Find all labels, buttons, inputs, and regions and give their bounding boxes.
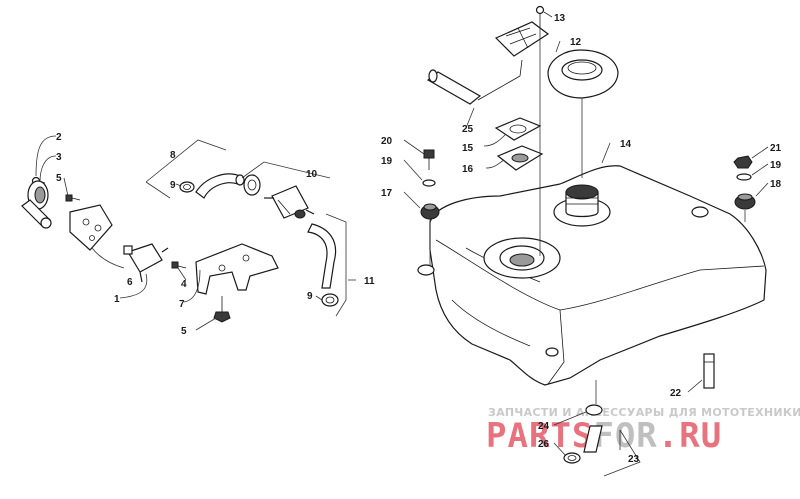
part-19-washer-right xyxy=(736,173,752,181)
callout-22: 22 xyxy=(670,388,682,399)
part-25-fuel-sender xyxy=(426,59,523,105)
watermark-brand-part3: .RU xyxy=(658,416,722,456)
fuel-hose-assembly xyxy=(179,173,339,307)
callout-20: 20 xyxy=(381,136,393,147)
watermark-brand: PARTSFOR.RU xyxy=(486,416,722,456)
callout-14: 14 xyxy=(620,139,632,150)
part-23-drain-hose xyxy=(583,425,603,453)
callout-21: 21 xyxy=(770,143,782,154)
callout-7: 7 xyxy=(179,299,185,310)
part-18-grommet xyxy=(734,193,756,210)
callout-13: 13 xyxy=(554,13,566,24)
part-9-clamp-lower xyxy=(321,293,339,307)
callout-5-upper: 5 xyxy=(56,173,62,184)
part-26-clamp xyxy=(563,452,581,464)
callout-8: 8 xyxy=(170,150,176,161)
fuel-sender-cover xyxy=(494,21,550,57)
callout-18: 18 xyxy=(770,179,782,190)
part-9-clamp-upper xyxy=(179,181,195,193)
callout-10: 10 xyxy=(306,169,318,180)
callout-1: 1 xyxy=(114,294,120,305)
part-14-fuel-tank xyxy=(417,165,767,386)
part-6-valve-body xyxy=(123,243,169,283)
callout-19-left: 19 xyxy=(381,156,393,167)
part-16-seal xyxy=(496,145,544,171)
part-5-screw-upper xyxy=(65,194,81,202)
callout-9-lower: 9 xyxy=(307,291,313,302)
callout-19-right: 19 xyxy=(770,160,782,171)
watermark: ЗАПЧАСТИ И АКСЕССУАРЫ ДЛЯ МОТОТЕХНИКИ PA… xyxy=(486,406,800,456)
part-10-fuel-filter xyxy=(264,185,315,219)
callout-5-lower: 5 xyxy=(181,326,187,337)
part-7-bracket xyxy=(195,243,279,295)
part-22-fitting xyxy=(703,353,715,389)
fuel-valve-assembly xyxy=(21,176,279,323)
part-21-nut xyxy=(733,155,753,169)
callout-15: 15 xyxy=(462,143,474,154)
part-11-fuel-hose xyxy=(307,223,337,289)
callout-labels: 2 3 5 6 1 4 7 5 8 9 10 11 9 13 12 14 25 … xyxy=(56,13,782,465)
valve-mounting-plate xyxy=(69,204,113,251)
callout-24: 24 xyxy=(538,421,550,432)
filter-clamp xyxy=(243,174,261,196)
callout-3: 3 xyxy=(56,152,62,163)
callout-4: 4 xyxy=(181,279,187,290)
callout-17: 17 xyxy=(381,188,393,199)
part-8-fuel-hose xyxy=(195,173,245,199)
part-20-bolt xyxy=(423,149,435,170)
callout-25: 25 xyxy=(462,124,474,135)
callout-26: 26 xyxy=(538,439,550,450)
part-15-gasket xyxy=(494,117,542,141)
leader-lines xyxy=(35,11,769,477)
part-5-bolt-lower xyxy=(213,296,231,323)
watermark-brand-part1: PARTS xyxy=(486,416,593,456)
callout-23: 23 xyxy=(628,454,640,465)
callout-16: 16 xyxy=(462,164,474,175)
part-17-grommet xyxy=(420,203,440,220)
watermark-brand-part2: FOR xyxy=(593,416,657,456)
part-24-clamp xyxy=(585,404,603,416)
part-19-washer-left xyxy=(422,179,436,187)
part-3-valve-knob xyxy=(21,180,52,229)
callout-6: 6 xyxy=(127,277,133,288)
callout-9-upper: 9 xyxy=(170,180,176,191)
part-4-screw xyxy=(171,261,187,269)
watermark-tagline: ЗАПЧАСТИ И АКСЕССУАРЫ ДЛЯ МОТОТЕХНИКИ xyxy=(488,406,800,419)
callout-2: 2 xyxy=(56,132,62,143)
callout-11: 11 xyxy=(364,276,375,287)
part-12-fuel-cap xyxy=(547,49,619,99)
part-13-screw xyxy=(535,5,545,28)
callout-12: 12 xyxy=(570,37,582,48)
